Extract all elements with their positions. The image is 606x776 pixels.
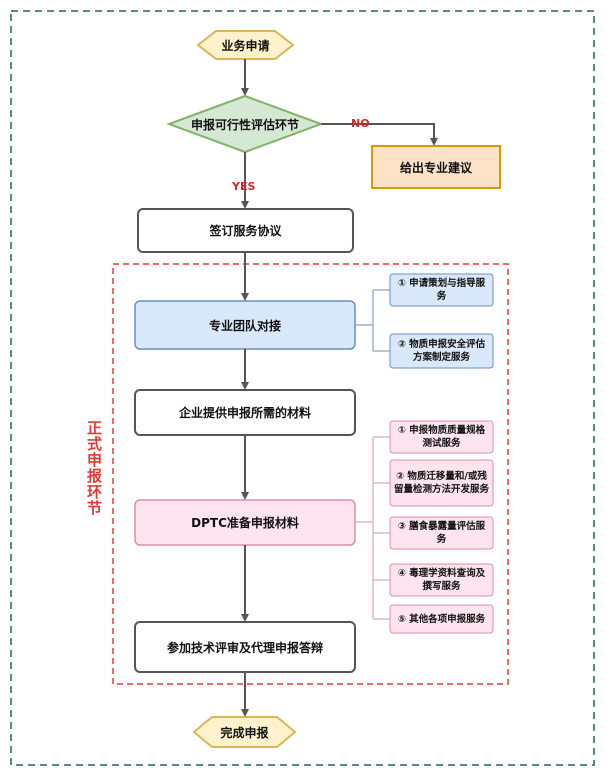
advice-label: 给出专业建议	[399, 160, 472, 175]
decision-label: 申报可行性评估环节	[190, 117, 299, 132]
team-service-label: ② 物质申报安全评估方案制定服务	[397, 339, 486, 363]
yes-label: YES	[232, 180, 256, 193]
dptc-service-label: ② 物质迁移量和/或残留量检测方法开发服务	[394, 471, 490, 495]
materials-label: 企业提供申报所需的材料	[178, 406, 311, 420]
section-frame	[112, 263, 509, 685]
review-label: 参加技术评审及代理申报答辩	[166, 640, 323, 655]
start-node	[196, 30, 295, 60]
dptc-service-label: ④ 毒理学资料查询及撰写服务	[397, 568, 486, 592]
advice-node	[371, 145, 501, 189]
dptc-bracket	[355, 436, 390, 620]
sign-label: 签订服务协议	[209, 224, 282, 238]
team-label: 专业团队对接	[208, 318, 281, 333]
outer-frame	[10, 10, 595, 766]
arrow	[321, 123, 438, 146]
dptc-service-label: ① 申报物质质量规格测试服务	[397, 425, 486, 449]
finish-node	[192, 716, 297, 748]
dptc-label: DPTC准备申报材料	[191, 516, 299, 530]
team-service-label: ① 申请策划与指导服务	[397, 278, 486, 302]
dptc-service-label: ③ 膳食暴露量评估服务	[397, 521, 486, 545]
dptc-service-label: ⑤ 其他各项申报服务	[397, 613, 486, 625]
start-label: 业务申请	[221, 38, 270, 53]
finish-label: 完成申报	[220, 725, 269, 740]
section-title: 正式申报环节	[85, 420, 103, 516]
team-bracket	[355, 289, 390, 352]
no-label: NO	[351, 117, 370, 130]
